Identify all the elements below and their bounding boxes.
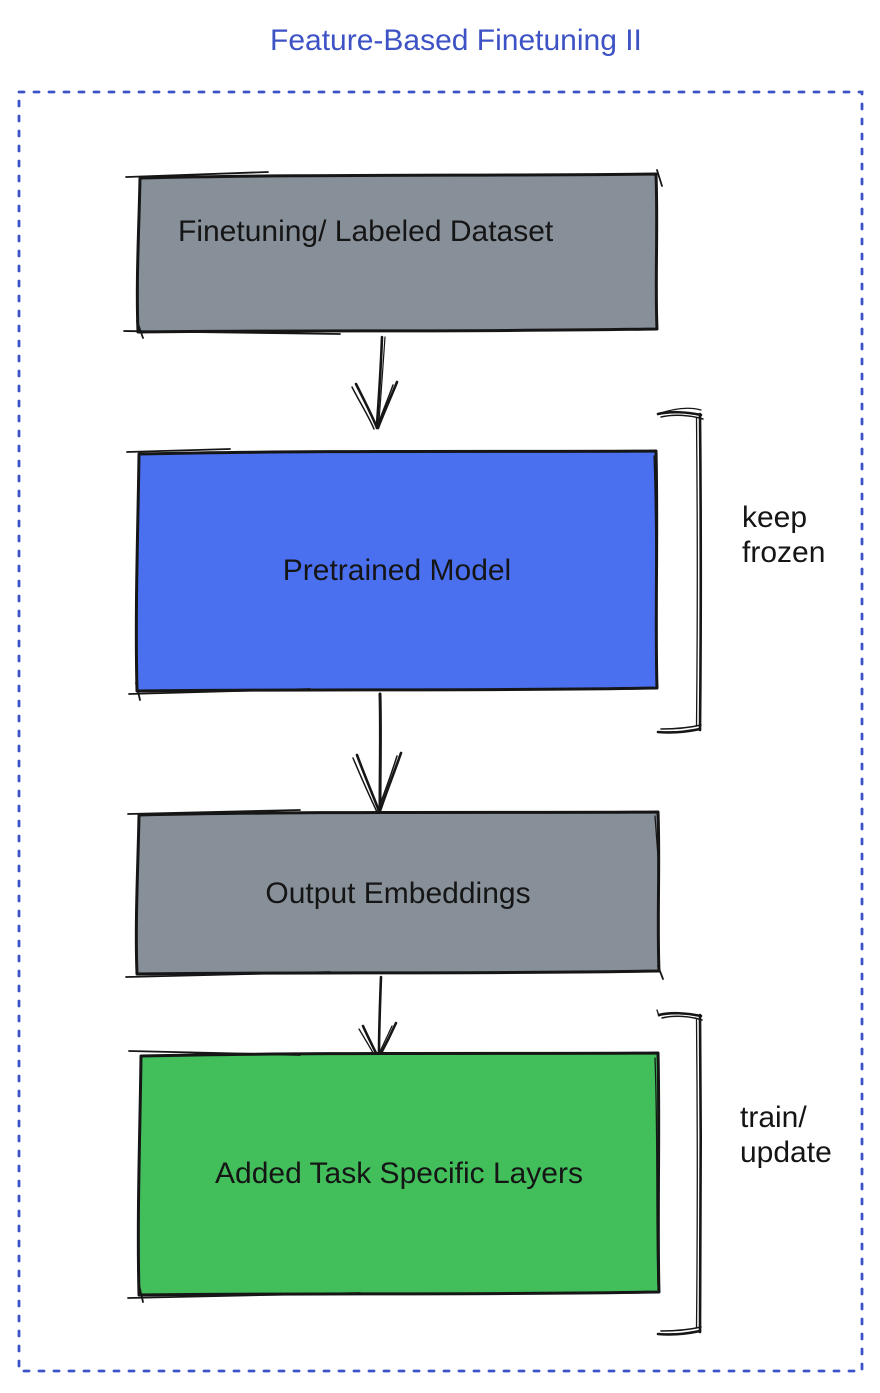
added-task-layers-box-sketch-accents — [127, 1050, 659, 1303]
keep-frozen-annotation: keep frozen — [742, 501, 826, 569]
arrow-embeddings-to-layers — [358, 975, 398, 1059]
pretrained-model-box — [126, 448, 659, 701]
train-update-annotation: train/ update — [740, 1101, 832, 1169]
finetuning-dataset-box-shape — [135, 172, 659, 334]
added-task-layers-box — [127, 1050, 661, 1303]
keep-frozen-bracket — [656, 407, 704, 734]
pretrained-model-box-sketch-accents — [126, 448, 658, 701]
train-update-bracket — [656, 1009, 703, 1336]
added-task-layers-label: Added Task Specific Layers — [215, 1156, 583, 1190]
output-embeddings-box-sketch-accents — [125, 809, 664, 980]
arrow-dataset-to-pretrained — [351, 335, 399, 430]
dotted-container-border — [17, 90, 864, 1373]
output-embeddings-label: Output Embeddings — [265, 876, 531, 910]
pretrained-model-box-shape — [134, 449, 659, 693]
finetuning-dataset-box — [123, 169, 663, 339]
pretrained-model-label: Pretrained Model — [282, 554, 512, 587]
finetuning-dataset-box-sketch-accents — [123, 169, 663, 339]
diagram-title: Feature-Based Finetuning II — [270, 24, 642, 57]
finetuning-dataset-label: Finetuning/ Labeled Dataset — [178, 215, 554, 248]
added-task-layers-box-shape — [136, 1051, 661, 1297]
arrow-pretrained-to-embeddings — [352, 692, 403, 813]
output-embeddings-box — [125, 809, 664, 980]
